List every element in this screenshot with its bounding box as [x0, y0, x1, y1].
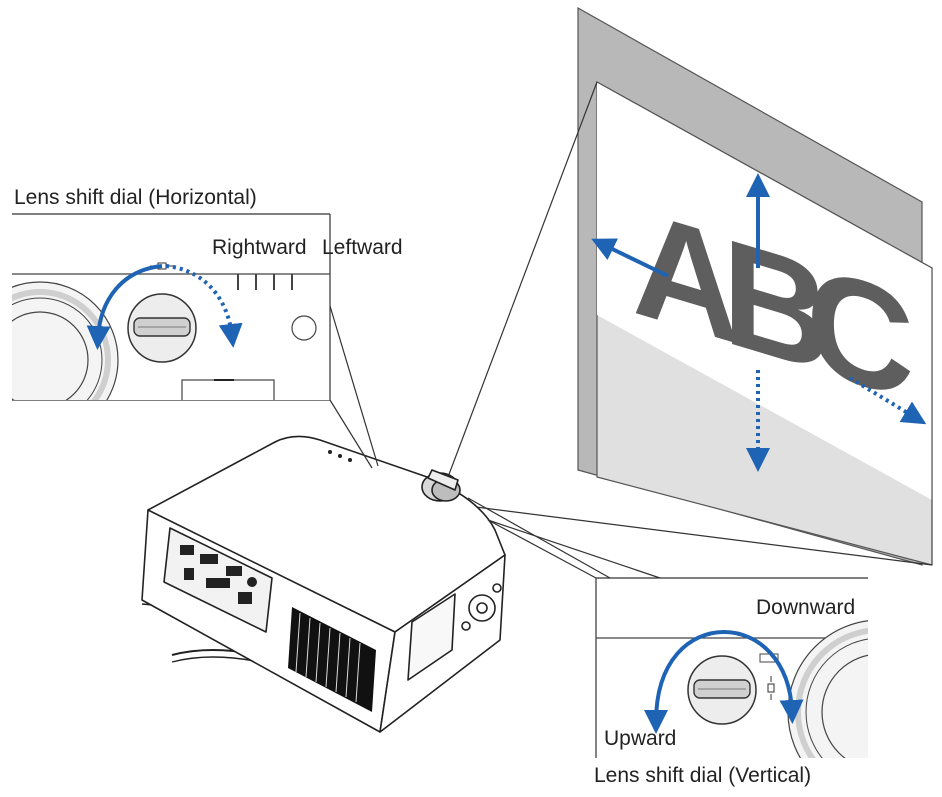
- screen-letter-c: C: [806, 233, 914, 433]
- rightward-arrow-solid: [86, 264, 163, 350]
- h-shift-dial: [127, 293, 197, 363]
- horizontal-dial-callout: [12, 213, 331, 400]
- screen-letter-a: A: [632, 177, 740, 377]
- arrow-right-dotted: [848, 376, 927, 425]
- side-vent: [288, 607, 376, 712]
- lens-ring-horizontal: [12, 281, 119, 400]
- leftward-arrow-dotted: [165, 264, 243, 348]
- projector-illustration: [141, 435, 506, 733]
- control-panel: [407, 593, 456, 681]
- projection-screen: [577, 6, 933, 566]
- label-horizontal-dial: Lens shift dial (Horizontal): [14, 186, 257, 209]
- label-vertical-dial: Lens shift dial (Vertical): [594, 764, 812, 787]
- vertical-shift-symbol-icon: [767, 676, 775, 700]
- screen-image-abc: A B C: [632, 177, 914, 433]
- control-buttons: [461, 583, 502, 631]
- label-downward: Downward: [756, 596, 856, 619]
- screen-shift-arrows: [591, 173, 927, 472]
- projection-beam: [447, 81, 933, 579]
- vertical-dial-callout: [595, 577, 868, 758]
- label-upward: Upward: [604, 727, 677, 750]
- up-down-dial-arrow: [644, 629, 804, 734]
- arrow-left-solid: [591, 238, 669, 278]
- screen-letter-b: B: [722, 206, 830, 406]
- label-rightward: Rightward: [212, 236, 307, 259]
- lens-barrel: [421, 469, 461, 502]
- v-shift-dial: [687, 655, 757, 725]
- label-leftward: Leftward: [322, 236, 403, 259]
